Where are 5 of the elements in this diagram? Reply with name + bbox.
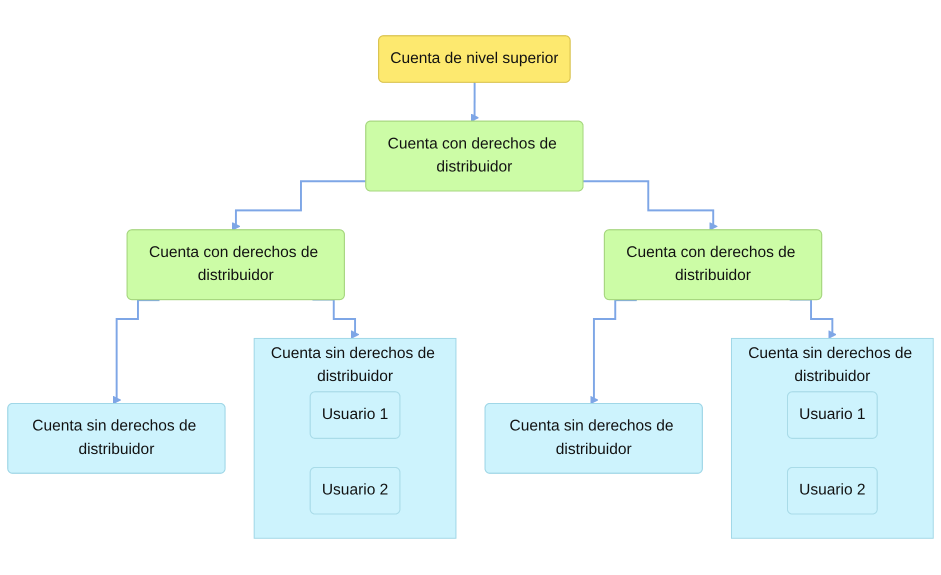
arrow (590, 300, 637, 405)
arrow (232, 180, 366, 232)
arrow (112, 300, 160, 405)
arrow (470, 82, 480, 122)
arrow (584, 180, 718, 232)
